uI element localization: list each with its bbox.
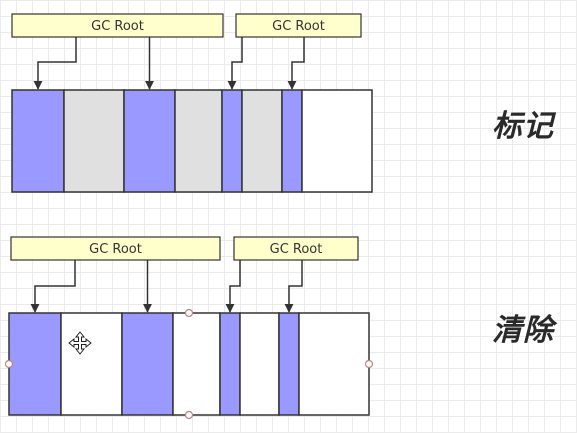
phase-label-sweep: 清除 [492,313,554,348]
reference-arrow [30,260,76,313]
gc-root-label: GC Root [89,242,142,257]
memory-cell [63,89,125,193]
reference-arrow [33,37,77,90]
selection-handles [4,308,374,420]
reference-arrow [287,37,305,90]
memory-cell [241,89,283,193]
memory-cell [221,89,243,193]
memory-cell [60,312,123,416]
memory-cell [121,312,174,416]
gc-root-label: GC Root [270,242,323,257]
memory-cell [278,312,300,416]
move-cursor-icon [68,331,92,355]
memory-cell [172,312,221,416]
gc-root-box [235,13,362,38]
reference-arrow [284,260,303,313]
gc-root-group-right: GC Root [225,236,359,313]
resize-handle-bottom[interactable] [184,410,194,420]
gc-root-box [233,236,359,261]
memory-cell [281,89,303,193]
mark-stage: GC Root GC Root [11,13,373,193]
resize-handle-top[interactable] [184,308,194,318]
gc-root-box [10,236,221,261]
memory-cell [123,89,176,193]
gc-root-box [11,13,224,38]
gc-root-group-left: GC Root [10,236,221,313]
memory-cell [174,89,223,193]
memory-cell [239,312,280,416]
resize-handle-right[interactable] [364,359,374,369]
reference-arrow [225,260,241,313]
resize-handle-left[interactable] [4,359,14,369]
memory-block-mark [11,89,373,193]
memory-block-sweep[interactable] [8,312,370,416]
phase-label-mark: 标记 [492,109,554,144]
gc-root-label: GC Root [272,19,325,34]
memory-cell [219,312,241,416]
memory-cell [11,89,65,193]
memory-cell [8,312,62,416]
gc-root-group-right: GC Root [227,13,362,90]
reference-arrow [227,37,243,90]
gc-root-group-left: GC Root [11,13,224,90]
gc-root-label: GC Root [91,19,144,34]
memory-cell [301,89,373,193]
memory-cell [298,312,370,416]
sweep-stage: GC Root GC Root [4,236,374,420]
